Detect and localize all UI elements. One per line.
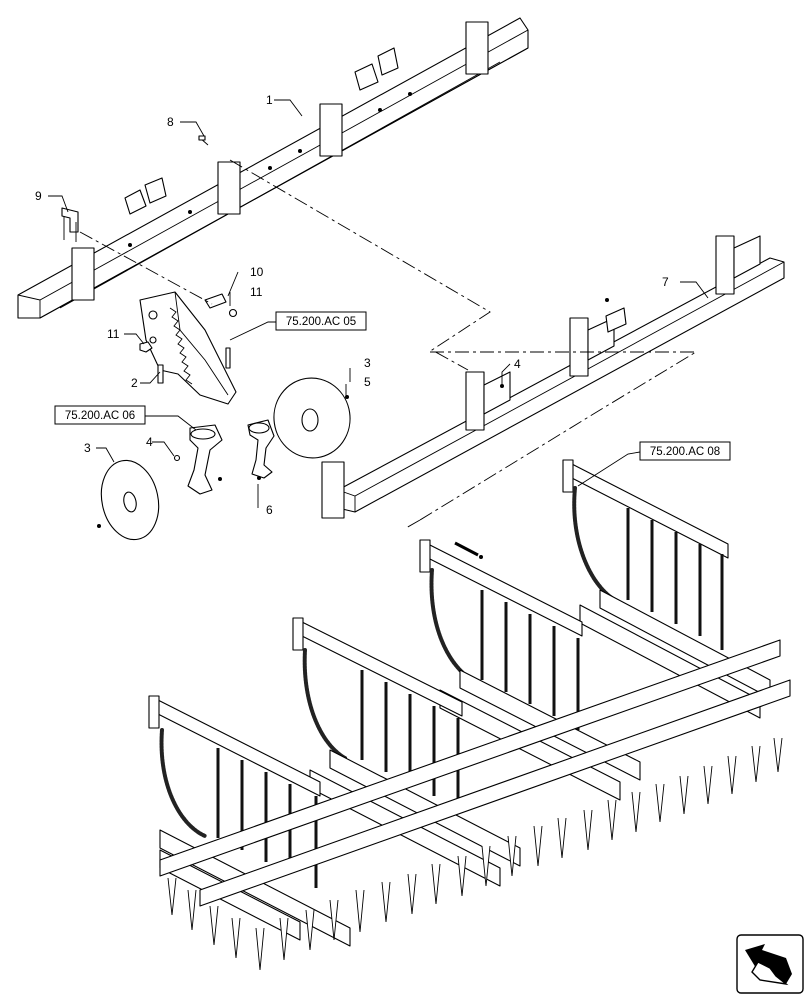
callout-2: 2 (131, 376, 138, 390)
callout-4-left: 4 (146, 435, 153, 449)
reference-label-05: 75.200.AC 05 (286, 316, 356, 328)
callout-10: 10 (250, 265, 264, 279)
callout-3-right: 3 (364, 356, 371, 370)
callout-numbers: 1 2 3 3 4 4 5 6 7 8 9 10 11 11 (35, 93, 669, 517)
callout-1: 1 (266, 93, 273, 107)
opener-arm-assembly (139, 291, 238, 405)
right-disc-assembly (247, 377, 351, 480)
callout-7: 7 (662, 275, 669, 289)
reference-box-06[interactable]: 75.200.AC 06 (54, 405, 146, 425)
alignment-lines (79, 159, 698, 529)
callout-6: 6 (266, 503, 273, 517)
callout-9: 9 (35, 189, 42, 203)
callout-11-left: 11 (107, 327, 120, 341)
navigation-arrow-icon[interactable] (736, 934, 804, 994)
reference-box-05[interactable]: 75.200.AC 05 (275, 311, 367, 331)
secondary-beam (321, 235, 785, 519)
reference-label-06: 75.200.AC 06 (65, 410, 135, 422)
callout-4-right: 4 (514, 357, 521, 371)
callout-8: 8 (167, 115, 174, 129)
left-disc-assembly (97, 424, 223, 541)
reference-label-08: 75.200.AC 08 (650, 446, 720, 458)
part-8-pin (198, 135, 209, 146)
callout-5: 5 (364, 375, 371, 389)
harrow-section-4 (562, 459, 771, 719)
callout-3-left: 3 (84, 441, 91, 455)
hitch-pin (454, 541, 483, 559)
leader-lines (48, 99, 709, 508)
harrow-tines (159, 639, 791, 971)
callout-11-right: 11 (250, 285, 263, 299)
part-9-u-bolt (61, 207, 79, 242)
reference-box-08[interactable]: 75.200.AC 08 (639, 441, 731, 461)
main-toolbar-beam (17, 17, 529, 319)
